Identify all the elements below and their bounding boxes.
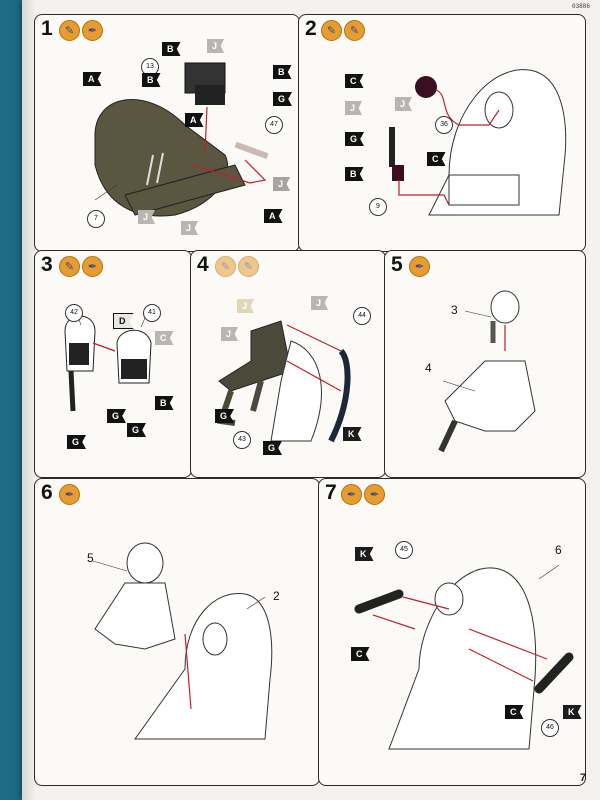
step-3-panel: 3 ✎ ✒ 42 41 D C G G B G	[34, 250, 192, 478]
glue-icon: ✒	[59, 484, 80, 505]
color-flag-A: A	[83, 72, 102, 86]
glue-icon: ✒	[82, 256, 103, 277]
color-flag-B: B	[155, 396, 174, 410]
page-binding	[22, 0, 36, 800]
step-7-drawing	[354, 564, 574, 750]
step-4-panel: 4 ✎ ✎ 44 43 J J J G G K	[190, 250, 386, 478]
color-flag-J: J	[221, 327, 239, 341]
step-number: 5	[391, 253, 403, 276]
color-flag-G: G	[273, 92, 293, 106]
color-flag-J: J	[273, 177, 291, 191]
color-flag-J: J	[207, 39, 225, 53]
color-flag-A: A	[264, 209, 283, 223]
color-flag-J: J	[311, 296, 329, 310]
color-flag-G: G	[345, 132, 365, 146]
subassembly-5-label: 5	[87, 551, 94, 565]
paint-brush-icon: ✎	[59, 20, 80, 41]
color-flag-J: J	[345, 101, 363, 115]
glue-icon: ✒	[341, 484, 362, 505]
step-number: 6	[41, 481, 53, 504]
part-44: 44	[353, 307, 371, 325]
color-flag-G: G	[263, 441, 283, 455]
color-flag-B: B	[345, 167, 364, 181]
part-42: 42	[65, 304, 83, 322]
color-flag-G: G	[215, 409, 235, 423]
subassembly-4-label: 4	[425, 361, 432, 375]
glue-icon: ✒	[409, 256, 430, 277]
color-flag-B: B	[142, 73, 161, 87]
page-number: 7	[579, 772, 586, 784]
instruction-page: 03886 1 ✎ ✒ 13 47 7 A B J B B G A J J	[22, 0, 600, 800]
step-6-panel: 6 ✒ 5 2	[34, 478, 320, 786]
color-flag-A: A	[185, 113, 204, 127]
subassembly-2-label: 2	[273, 589, 280, 603]
color-flag-K: K	[563, 705, 582, 719]
color-flag-C: C	[505, 705, 524, 719]
paint-brush-icon: ✎	[321, 20, 342, 41]
subassembly-6-label: 6	[555, 543, 562, 557]
color-flag-J: J	[395, 97, 413, 111]
glue-icon: ✒	[82, 20, 103, 41]
step-number: 2	[305, 17, 317, 40]
step-1-drawing	[94, 62, 269, 217]
step-5-drawing	[438, 290, 536, 453]
color-flag-G: G	[67, 435, 87, 449]
part-41: 41	[143, 304, 161, 322]
color-flag-J: J	[181, 221, 199, 235]
color-flag-J: J	[138, 210, 156, 224]
color-flag-B: B	[162, 42, 181, 56]
color-flag-K: K	[343, 427, 362, 441]
color-flag-K: K	[355, 547, 374, 561]
part-45: 45	[395, 541, 413, 559]
part-43: 43	[233, 431, 251, 449]
step-number: 3	[41, 253, 53, 276]
part-46: 46	[541, 719, 559, 737]
part-9: 9	[369, 198, 387, 216]
color-flag-G: G	[127, 423, 147, 437]
step-3-drawing	[64, 308, 152, 412]
step-5-panel: 5 ✒ 3 4	[384, 250, 586, 478]
color-flag-J: J	[237, 299, 255, 313]
color-flag-C: C	[345, 74, 364, 88]
step-1-panel: 1 ✎ ✒ 13 47 7 A B J B B G A J J A J	[34, 14, 300, 252]
kit-number: 03886	[571, 3, 590, 10]
paint-brush-icon: ✎	[238, 256, 259, 277]
color-flag-C: C	[427, 152, 446, 166]
step-number: 1	[41, 17, 53, 40]
paint-brush-icon: ✎	[215, 256, 236, 277]
part-7: 7	[87, 210, 105, 228]
subassembly-3-label: 3	[451, 303, 458, 317]
color-flag-C: C	[155, 331, 174, 345]
paint-brush-icon: ✎	[59, 256, 80, 277]
color-flag-C: C	[351, 647, 370, 661]
step-2-drawing	[389, 69, 567, 216]
glue-icon: ✒	[364, 484, 385, 505]
step-7-panel: 7 ✒ ✒ 45 46 6 K C C K	[318, 478, 586, 786]
step-6-drawing	[92, 542, 273, 740]
part-47: 47	[265, 116, 283, 134]
step-number: 7	[325, 481, 337, 504]
paint-brush-icon: ✎	[344, 20, 365, 41]
step-2-panel: 2 ✎ ✎ 36 9 C J J G B C	[298, 14, 586, 252]
step-4-drawing	[217, 320, 351, 443]
part-36: 36	[435, 116, 453, 134]
color-flag-B: B	[273, 65, 292, 79]
color-flag-G: G	[107, 409, 127, 423]
step-number: 4	[197, 253, 209, 276]
